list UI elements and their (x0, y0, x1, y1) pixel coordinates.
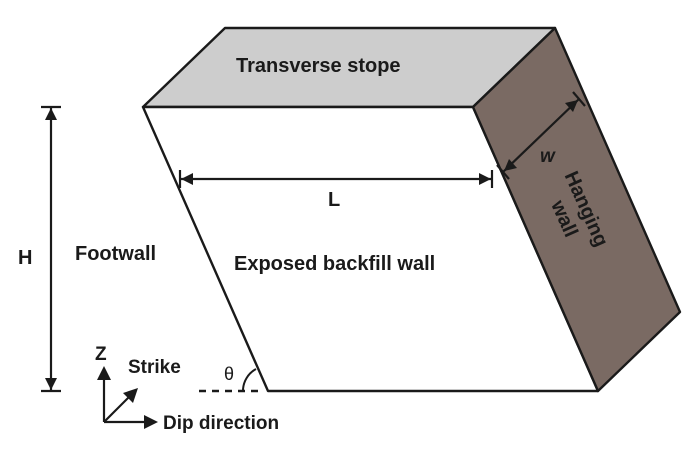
angle-arc (241, 368, 257, 392)
footwall-label: Footwall (75, 243, 156, 265)
width-label: w (540, 146, 556, 167)
dip-arrow-icon (144, 415, 158, 429)
length-label: L (328, 189, 340, 211)
strike-axis-label: Strike (128, 357, 181, 378)
front-face-label: Exposed backfill wall (234, 253, 435, 275)
angle-label: θ (224, 364, 234, 384)
length-dimension (178, 170, 494, 188)
top-face-label: Transverse stope (236, 55, 401, 77)
coordinate-axes (97, 366, 158, 429)
dip-direction-label: Dip direction (163, 413, 279, 434)
side-face (471, 26, 682, 393)
strike-arrow-icon (123, 388, 138, 403)
width-dimension (496, 91, 586, 180)
z-arrow-icon (97, 366, 111, 380)
height-dimension (41, 105, 61, 393)
height-label: H (18, 247, 32, 269)
z-axis-label: Z (95, 344, 107, 365)
